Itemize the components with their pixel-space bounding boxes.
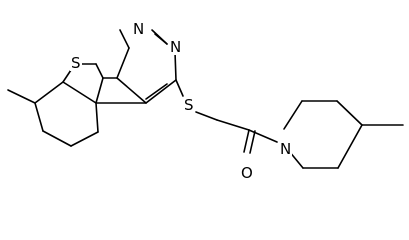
bond-co-double-1: [243, 129, 250, 153]
bond-pip-4: [337, 124, 363, 169]
atom-label-n-piperidine: N: [279, 140, 293, 158]
bond-ch-2: [34, 102, 44, 132]
bond-py-5: [145, 79, 177, 104]
bond-th-5: [116, 47, 130, 79]
atom-label-n-pyrimidine-right: N: [169, 38, 183, 56]
bond-ch-1: [34, 81, 64, 104]
bond-th-6: [116, 77, 147, 104]
bond-ch-6: [62, 81, 97, 104]
bond-pip-3: [336, 100, 363, 126]
atom-label-o-carbonyl: O: [240, 164, 254, 182]
bond-ch-4: [70, 131, 99, 147]
molecule-structure-diagram: S N N S N O: [7, 20, 404, 182]
atom-label-s-thioether: S: [183, 96, 195, 114]
bond-th-3: [95, 77, 104, 104]
bond-pip-1: [283, 100, 303, 130]
bond-ch-5: [95, 102, 99, 133]
bond-s-link-1: [175, 79, 184, 97]
bond-methyl-left: [7, 89, 36, 104]
atom-label-s-thiophene: S: [70, 54, 82, 72]
bond-py-6: [145, 83, 168, 100]
atom-label-n-pyrimidine-top: N: [132, 20, 146, 38]
bond-ch2-co: [216, 119, 250, 131]
bond-py-4: [174, 51, 177, 81]
bond-s-link-2: [195, 111, 218, 121]
bond-layer: [7, 29, 404, 169]
bond-ch-3: [42, 130, 72, 147]
bond-py-1: [119, 29, 130, 49]
bond-co-n: [248, 129, 278, 143]
bond-co-double-2: [249, 130, 256, 154]
bond-py-3: [154, 33, 168, 45]
bond-th-2: [95, 63, 104, 79]
